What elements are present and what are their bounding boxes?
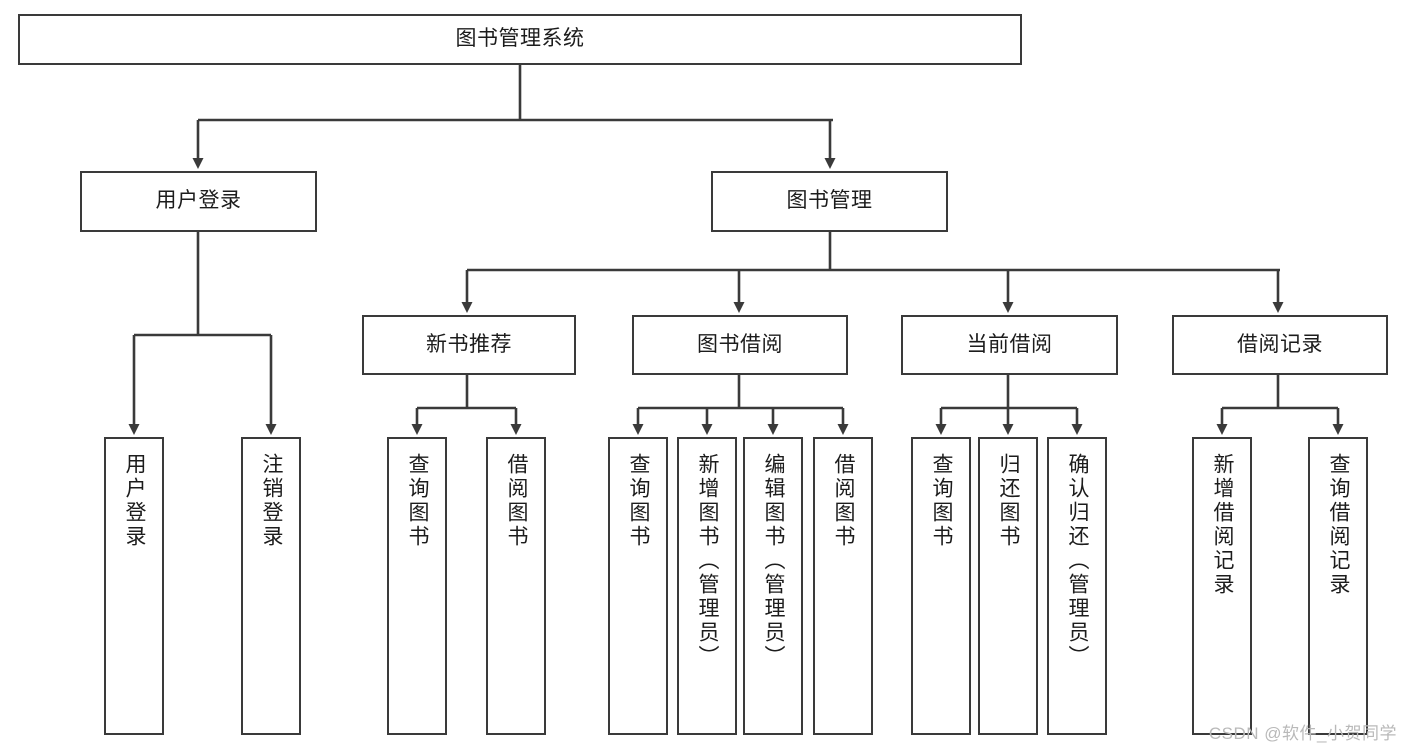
watermark-text: CSDN @软件_小贺同学 — [1208, 724, 1397, 743]
leaf-borrow-record-add[interactable]: 新增借阅记录 — [1192, 437, 1252, 735]
node-user-login-label: 用户登录 — [155, 189, 242, 213]
node-borrow-record[interactable]: 借阅记录 — [1172, 315, 1388, 375]
leaf-new-book-query[interactable]: 查询图书 — [387, 437, 447, 735]
leaf-user-login-signout-label: 注销登录 — [260, 453, 284, 549]
node-book-management[interactable]: 图书管理 — [711, 171, 948, 232]
leaf-book-borrow-lend-label: 借阅图书 — [832, 453, 856, 549]
leaf-book-borrow-edit-label: 编辑图书（管理员） — [762, 453, 786, 669]
node-book-borrow-label: 图书借阅 — [697, 332, 783, 356]
leaf-book-borrow-add[interactable]: 新增图书（管理员） — [677, 437, 737, 735]
leaf-new-book-borrow-label: 借阅图书 — [505, 453, 529, 549]
leaf-current-borrow-query[interactable]: 查询图书 — [911, 437, 971, 735]
node-user-login[interactable]: 用户登录 — [80, 171, 317, 232]
leaf-book-borrow-query[interactable]: 查询图书 — [608, 437, 668, 735]
node-root-system-label: 图书管理系统 — [455, 27, 585, 51]
leaf-current-borrow-confirm[interactable]: 确认归还（管理员） — [1047, 437, 1107, 735]
leaf-book-borrow-lend[interactable]: 借阅图书 — [813, 437, 873, 735]
leaf-borrow-record-query-label: 查询借阅记录 — [1327, 453, 1351, 597]
node-book-management-label: 图书管理 — [786, 189, 873, 213]
node-borrow-record-label: 借阅记录 — [1237, 332, 1323, 356]
node-book-borrow[interactable]: 图书借阅 — [632, 315, 848, 375]
leaf-user-login-signin[interactable]: 用户登录 — [104, 437, 164, 735]
leaf-current-borrow-return-label: 归还图书 — [997, 453, 1021, 549]
leaf-new-book-query-label: 查询图书 — [406, 453, 430, 549]
node-new-book-recommend[interactable]: 新书推荐 — [362, 315, 576, 375]
leaf-book-borrow-edit[interactable]: 编辑图书（管理员） — [743, 437, 803, 735]
leaf-borrow-record-add-label: 新增借阅记录 — [1211, 453, 1235, 597]
node-new-book-recommend-label: 新书推荐 — [426, 332, 512, 356]
node-root-system[interactable]: 图书管理系统 — [18, 14, 1022, 65]
leaf-new-book-borrow[interactable]: 借阅图书 — [486, 437, 546, 735]
leaf-current-borrow-confirm-label: 确认归还（管理员） — [1066, 453, 1090, 669]
leaf-current-borrow-query-label: 查询图书 — [930, 453, 954, 549]
node-current-borrow-label: 当前借阅 — [966, 332, 1053, 356]
leaf-book-borrow-query-label: 查询图书 — [627, 453, 651, 549]
leaf-current-borrow-return[interactable]: 归还图书 — [978, 437, 1038, 735]
leaf-user-login-signout[interactable]: 注销登录 — [241, 437, 301, 735]
leaf-user-login-signin-label: 用户登录 — [123, 453, 147, 549]
leaf-book-borrow-add-label: 新增图书（管理员） — [696, 453, 720, 669]
leaf-borrow-record-query[interactable]: 查询借阅记录 — [1308, 437, 1368, 735]
node-current-borrow[interactable]: 当前借阅 — [901, 315, 1118, 375]
